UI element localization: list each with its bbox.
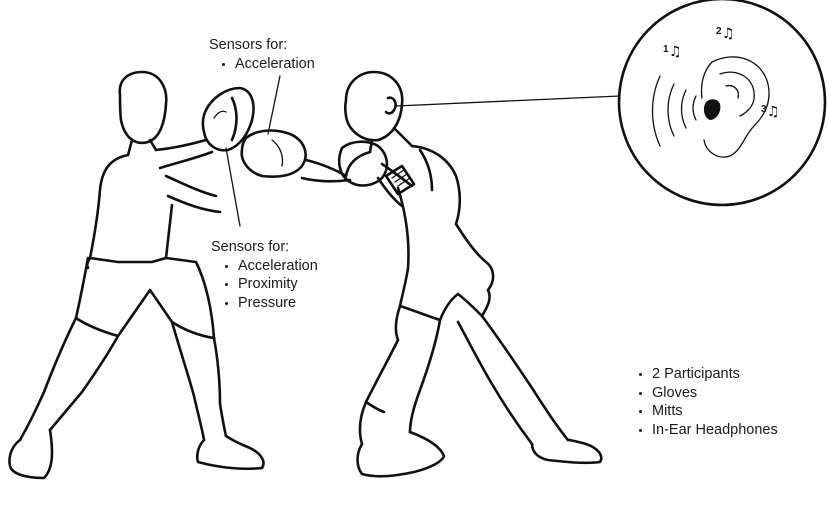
boxer-rear-glove [337, 140, 389, 187]
earbud-icon [703, 99, 721, 120]
glove-callout-line [267, 75, 281, 135]
mitt-holder-figure [8, 70, 265, 480]
ear-icon [700, 56, 770, 158]
list-item: Acceleration [223, 257, 318, 276]
glove-sensors-label: Sensors for: Acceleration [209, 36, 315, 73]
svg-text:3: 3 [761, 104, 767, 115]
boxer-shorts [398, 288, 491, 322]
mitt-sensors-list: Acceleration Proximity Pressure [211, 257, 318, 313]
headphone-callout-line [395, 95, 621, 107]
mitt-holder-front-shoe [195, 434, 265, 471]
list-item: Proximity [223, 275, 318, 294]
boxer-head [343, 70, 404, 142]
list-item: Pressure [223, 294, 318, 313]
mitt-holder-head [118, 70, 168, 145]
mitt-holder-torso [88, 153, 174, 264]
svg-text:1: 1 [663, 44, 669, 55]
equipment-items: 2 Participants Gloves Mitts In-Ear Headp… [637, 365, 778, 439]
glove-sensors-title: Sensors for: [209, 37, 288, 53]
equipment-list: 2 Participants Gloves Mitts In-Ear Headp… [637, 365, 778, 439]
sound-wave-icon [651, 75, 697, 147]
mitt-holder-back-shoe [8, 428, 54, 480]
list-item: Acceleration [220, 55, 315, 74]
boxer-figure [240, 70, 603, 478]
boxer-front-shoe [356, 430, 446, 478]
boxer-torso [344, 144, 462, 226]
music-note-icon-1: 1 ♫ [663, 44, 682, 60]
mitt-sensors-title: Sensors for: [211, 239, 290, 255]
mitt-sensors-label: Sensors for: Acceleration Proximity Pres… [211, 238, 318, 312]
music-note-icon-3: 3 ♫ [761, 104, 780, 120]
inset-circle [617, 0, 827, 207]
list-item: Gloves [637, 384, 778, 403]
mitt-callout-line [225, 147, 241, 227]
svg-text:♫: ♫ [722, 26, 735, 42]
list-item: In-Ear Headphones [637, 421, 778, 440]
list-item: Mitts [637, 402, 778, 421]
glove-sensors-list: Acceleration [209, 55, 315, 74]
music-note-icon-2: 2 ♫ [716, 26, 735, 42]
headphone-inset: 1 ♫ 2 ♫ 3 ♫ [617, 0, 827, 207]
focus-mitt [201, 86, 255, 152]
boxer-back-shoe [530, 438, 603, 465]
mitt-holder-shorts [74, 256, 216, 340]
list-item: 2 Participants [637, 365, 778, 384]
svg-text:♫: ♫ [669, 44, 682, 60]
svg-text:♫: ♫ [767, 104, 780, 120]
boxer-lead-glove [240, 129, 307, 178]
wrist-sensor-icon [384, 164, 416, 196]
svg-text:2: 2 [716, 26, 722, 37]
